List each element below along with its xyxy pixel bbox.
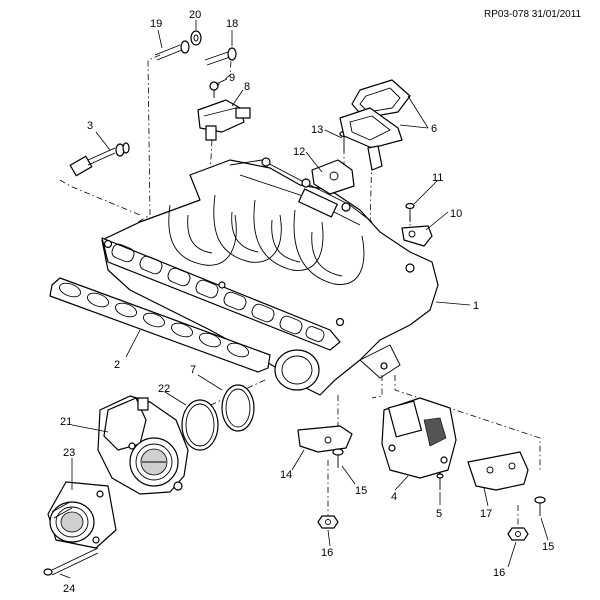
label-14: 14 bbox=[280, 469, 292, 481]
bracket-12 bbox=[311, 159, 355, 195]
label-19: 19 bbox=[150, 18, 162, 30]
label-8: 8 bbox=[244, 81, 250, 93]
label-20: 20 bbox=[189, 9, 201, 21]
manifold-gasket bbox=[49, 277, 271, 373]
bolt-15-left bbox=[332, 448, 344, 468]
label-15-right: 15 bbox=[542, 541, 554, 553]
o-ring-22 bbox=[181, 399, 219, 451]
screw-5 bbox=[436, 473, 444, 490]
bracket-10 bbox=[401, 225, 433, 247]
egr-valve-4 bbox=[381, 397, 457, 479]
part-number-labels: 1 2 3 4 5 6 7 8 9 10 11 12 13 14 15 15 1… bbox=[60, 9, 554, 595]
leader-lines bbox=[59, 20, 549, 579]
bolt-18 bbox=[204, 47, 237, 66]
bracket-17 bbox=[467, 451, 529, 491]
label-16-right: 16 bbox=[493, 567, 505, 579]
label-5: 5 bbox=[436, 508, 442, 520]
label-12: 12 bbox=[293, 146, 305, 158]
label-7: 7 bbox=[190, 364, 196, 376]
washer-20 bbox=[190, 30, 202, 46]
label-23: 23 bbox=[63, 447, 75, 459]
throttle-body-21 bbox=[97, 395, 189, 495]
label-2: 2 bbox=[114, 359, 120, 371]
label-15-center: 15 bbox=[355, 485, 367, 497]
screw-9 bbox=[209, 81, 219, 98]
nut-16-left bbox=[317, 515, 339, 529]
nut-16-right bbox=[507, 527, 529, 541]
bolt-3 bbox=[69, 142, 130, 177]
intake-manifold bbox=[101, 157, 439, 396]
label-4: 4 bbox=[391, 491, 397, 503]
label-13: 13 bbox=[311, 124, 323, 136]
bracket-14 bbox=[297, 425, 353, 453]
label-6: 6 bbox=[431, 123, 437, 135]
reference-code: RP03-078 31/01/2011 bbox=[484, 9, 582, 20]
label-3: 3 bbox=[87, 120, 93, 132]
o-ring-7 bbox=[221, 384, 255, 432]
pressure-sensor-8 bbox=[197, 99, 251, 141]
label-9: 9 bbox=[229, 72, 235, 84]
label-11: 11 bbox=[432, 172, 443, 184]
label-22: 22 bbox=[158, 383, 170, 395]
label-17: 17 bbox=[480, 508, 492, 520]
label-18: 18 bbox=[226, 18, 238, 30]
label-16-center: 16 bbox=[321, 547, 333, 559]
label-21: 21 bbox=[60, 416, 72, 428]
label-1: 1 bbox=[473, 300, 479, 312]
egr-flange-6 bbox=[339, 79, 411, 171]
bolt-11 bbox=[405, 202, 415, 222]
bolt-19 bbox=[154, 40, 190, 61]
bolt-24 bbox=[43, 547, 99, 576]
label-10: 10 bbox=[450, 208, 462, 220]
bolt-15-right bbox=[534, 496, 546, 516]
inlet-adaptor-23 bbox=[47, 481, 117, 549]
label-24: 24 bbox=[63, 583, 75, 595]
